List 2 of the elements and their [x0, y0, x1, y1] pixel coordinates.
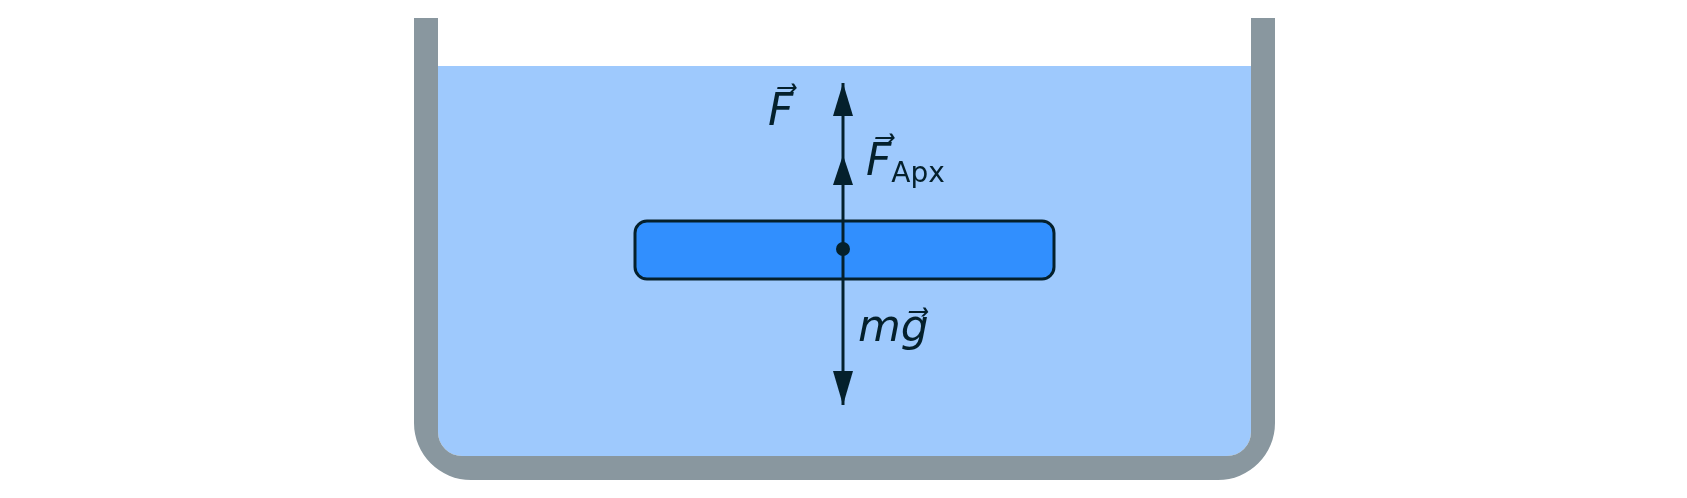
force-label: F⃗$_{Арх}$ — [866, 132, 945, 190]
force-label: mg⃗ — [858, 299, 929, 353]
